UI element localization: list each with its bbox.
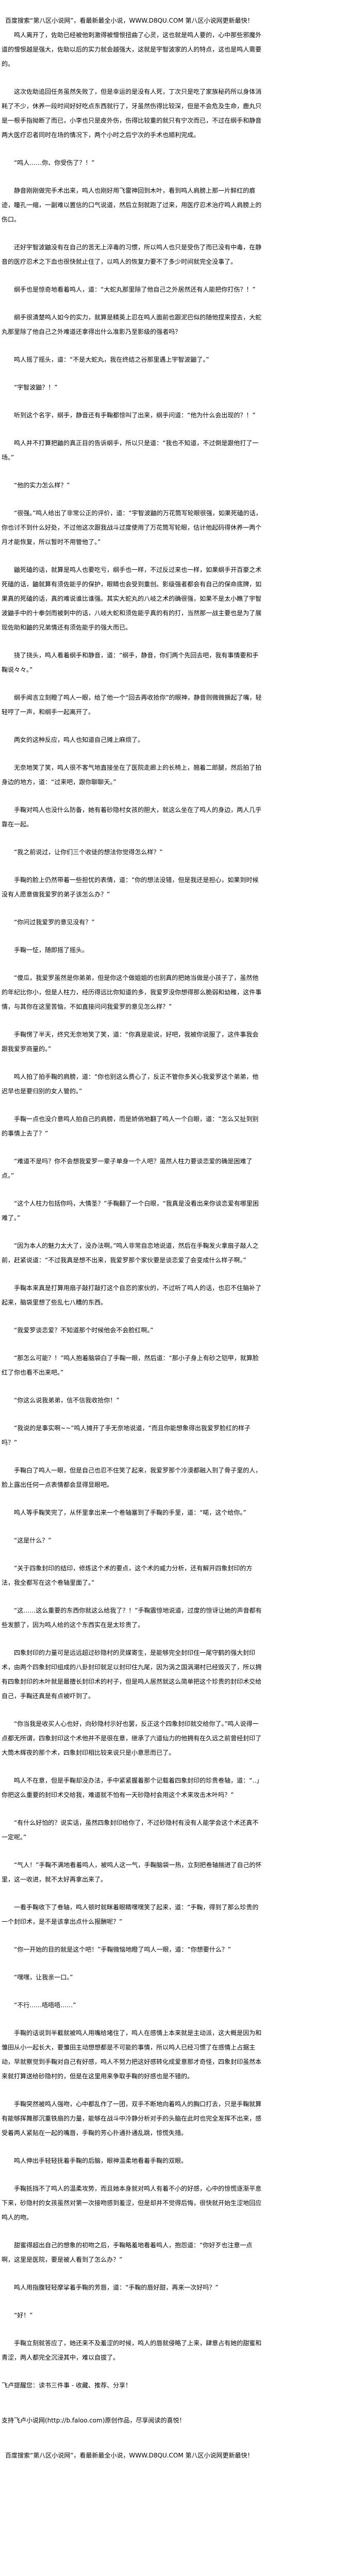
chapter-document: 百度搜索“第八区小说网”，看最新最全小说，WWW.D8QU.COM 第八区小说网…	[2, 17, 263, 2459]
paragraph: 手鞠的脸上仍然带着一些担忧的表情，道：“你的想法没错，但是我还是担心，如果到时候…	[2, 876, 259, 898]
paragraph: 手鞠抵挡不了鸣人的温柔攻势，而且她本身就对鸣人有着不小的好感，心中的惊慌逐渐平息…	[2, 2185, 262, 2221]
paragraph: 鸣人离开了，佐助已经被他刺激得被憎恨扭曲了心灵，这也就是鸣人要的，心中那些邪魔外…	[2, 31, 262, 67]
paragraph: 手鞠对鸣人也没什么防备，她有着砂隐村女孩的胆大，就这么坐在了鸣人的身边，两人几乎…	[2, 806, 262, 828]
paragraph: “我说的是事实啊~~”鸣人摊开了手无奈地说道，“而且你能想象得出我爱罗脸红的样子…	[2, 1425, 251, 1446]
paragraph: “关于四象封印的结印，修炼这个术的要点，这个术的威力分析，还有解开四象封印的方法…	[2, 1565, 253, 1586]
site-banner-bottom: 百度搜索“第八区小说网”，看最新最全小说，WWW.D8QU.COM 第八区小说网…	[5, 2452, 254, 2459]
paragraph: 手鞠本来真是打算用扇子敲打敲打这个自恋的家伙的，不过听了鸣人的话，也忍不住脑补了…	[2, 1284, 262, 1306]
paragraph: 这次佐助追回任务虽然失败了，但是幸运的是没有人死，丁次只是吃了家族秘药所以身体消…	[2, 88, 262, 139]
paragraph: “因为本人的魅力太大了，没办法啊。”鸣人非常自恋地说道，然后在手鞠发火拿扇子敲人…	[2, 1242, 259, 1264]
paragraph: 鸣人等手鞠笑完了，从怀里拿出来一个卷轴塞到了手鞠的手里，道：“喏，这个给你。”	[14, 1509, 247, 1516]
paragraph: 鸣人用指腹轻轻摩挲着手鞠的芳唇，道：“手鞠的唇好甜，再来一次好吗？”	[14, 2284, 219, 2291]
paragraph: “他的实力怎么样？”	[14, 482, 70, 489]
paragraph: “我爱罗谈恋爱？不知道那个时候他会不会脸红啊。”	[14, 1327, 154, 1334]
paragraph: “不行……唔唔唔……”	[14, 2002, 76, 2009]
paragraph: 两女的这种反应，鸣人也知道自己摊上麻烦了。	[14, 736, 144, 743]
paragraph: 无奈地笑了笑，鸣人很不客气地直接坐在了医院走廊上的长椅上，翘着二郎腿，然后拍了拍…	[2, 764, 262, 786]
paragraph: 手鞠一怔，随即摇了摇头。	[14, 946, 89, 954]
footer-reminder: 飞卢提醒您：读书三件事 - 收藏、推荐、分享！	[2, 2382, 132, 2389]
paragraph: 四象封印的力量可是远远超过砂隐村的灵媒寄生，是能够完全封印住一尾守鹤的强大封印术…	[2, 1649, 262, 1700]
paragraph: “那怎么可能？！”鸣人抱着脑袋白了手鞠一眼，然后道：“那小子身上有砂之铠甲，就算…	[2, 1354, 259, 1376]
paragraph: “宇智波鼬？！”	[14, 384, 58, 391]
paragraph: 手鞠突然被鸣人强吻，心中都乱作了一团，双手不断地向着鸣人的胸口打去，只是手鞠就算…	[2, 2100, 262, 2137]
paragraph: 手鞠愣了半天，终究无奈地笑了笑，道：“你真是能说，好吧，我被你说服了，这件事我会…	[2, 1031, 259, 1053]
paragraph: 静音刚刚做完手术出来，鸣人也刚好用飞雷神回到木叶，看到鸣人肩膀上那一片鲜红的痕迹…	[2, 187, 262, 223]
paragraph: 挠了挠头，鸣人看着纲手和静音，道：“纲手，静音，你们两个先回去吧，我有事情要和手…	[2, 652, 259, 673]
paragraph: 鸣人不在意，但是手鞠却没办法，手中紧紧握着那个记载着四象封印的珍贵卷轴，道：“‥…	[2, 1777, 263, 1799]
paragraph: 听到这个名字，纲手，静音还有手鞠都惊叫了出来，纲手问道：“他为什么会出现的？！”	[14, 412, 256, 419]
paragraph: 还好宇智波鼬没有在自己的苦无上淬毒的习惯，所以鸣人也只是受伤了而已没有中毒，在静…	[2, 244, 262, 265]
paragraph: 手鞠白了鸣人一眼，但是自己也忍不住笑了起来，我爱罗那个冷漠都融入到了骨子里的人，…	[2, 1467, 262, 1488]
paragraph: 纲手很清楚鸣人如今的实力，就算是精英上忍在鸣人面前也跟泥巴似的随他捏来捏去，大蛇…	[2, 314, 262, 335]
paragraph: 鸣人拍了拍手鞠的肩膀，道：“你也别这么费心了，反正不管你多关心我爱罗这个弟弟，他…	[2, 1073, 259, 1095]
paragraph: “我之前说过，让你们三个收徒的想法你觉得怎么样？”	[14, 849, 163, 856]
paragraph: “你当我是收买人心也好，向砂隐村示好也罢，反正这个四象封印就交给你了。”鸣人说得…	[2, 1720, 262, 1756]
paragraph: “你一开始的目的就是这个吧！”手鞠微恼地瞪了鸣人一眼，道：“你想要什么？”	[14, 1946, 231, 1953]
paragraph: 手鞠的话说到半截就被鸣人用嘴给堵住了，鸣人在感情上本来就是主动派，这大概是因为和…	[2, 2029, 262, 2080]
footer-support-link[interactable]: 支持飞卢小说网(http://b.faloo.com)原创作品，尽享阅读的喜悦！	[2, 2417, 186, 2424]
paragraph: 手鞠一点也没介意鸣人拍自己的肩膀，而是娇俏地翻了鸣人一个白眼，道：“怎么又扯到别…	[2, 1115, 259, 1137]
paragraph: “很强。”鸣人给出了非常公正的评价，道：“宇智波鼬的万花筒写轮眼很强，如果死磕的…	[2, 510, 262, 546]
paragraph: 鸣人并不打算把鼬的真正目的告诉纲手，所以只是道：“我也不知道，不过倒是跟他打了一…	[2, 439, 259, 461]
paragraph: “这……这么重要的东西你就这么给我了？！”手鞠震惊地说道，过度的惊讶让她的声音都…	[2, 1607, 262, 1629]
paragraph: “有什么好怕的？说实话，虽然四象封印给你了，不过砂隐村有没有人能学会这个术还真不…	[2, 1819, 259, 1841]
paragraph: “你问过我爱罗的意见没有？”	[14, 919, 95, 926]
paragraph: “气人！”手鞠不满地看着鸣人，被鸣人这一气，手鞠脑袋一热，立刻把卷轴揣进了自己的…	[2, 1861, 262, 1883]
paragraph: 一看手鞠收下了卷轴，鸣人顿时就眯着眼睛嘿嘿笑了起来，道：“手鞠，得到了那么珍贵的…	[2, 1904, 259, 1925]
paragraph: “这个人柱力包括你吗，大情圣？”手鞠翻了一个白眼，“我真是没看出来你谈恋爱有哪里…	[2, 1200, 259, 1222]
paragraph: “这是什么？”	[14, 1537, 52, 1544]
paragraph: 手鞠立刻就答应了，她还来不及羞涩的时候，鸣人的唇就侵略了上来，肆意占有她的甜蜜和…	[2, 2340, 262, 2361]
paragraph: 鸣人摇了摇头，道：“不是大蛇丸，我在终结之谷那里遇上宇智波鼬了。”	[14, 356, 209, 363]
paragraph: 纲手闻言立刻瞪了鸣人一眼，给了他一个“回去再收拾你”的眼神，静音则微微撅起了嘴，…	[2, 694, 262, 716]
paragraph: “难道不是吗？你不会想我爱罗一辈子单身一个人吧？虽然人柱力要谈恋爱的确是困难了点…	[2, 1158, 253, 1179]
site-banner-top: 百度搜索“第八区小说网”，看最新最全小说，WWW.D8QU.COM 第八区小说网…	[5, 17, 254, 24]
paragraph: “嘿嘿，让我亲一口。”	[14, 1974, 73, 1981]
paragraph: “鸣人……你、你受伤了？！”	[14, 159, 95, 166]
paragraph: 鼬死磕的话，就算是鸣人也要吃亏，纲手也一样，不过反过来也一样，如果纲手开百豪之术…	[2, 566, 262, 631]
paragraph: “你这么说我弟弟，信不信我收拾你！”	[14, 1397, 120, 1404]
paragraph: 鸣人伸出手轻轻抚着手鞠的后脑，眼神温柔地看着手鞠的双眼。	[14, 2157, 188, 2164]
paragraph: “傻瓜，我爱罗虽然是你弟弟，但是你这个做姐姐的也别真的把她当做是小孩子了，虽然他…	[2, 974, 262, 1010]
paragraph: 甜蜜得超出自己的想象的初吻之后，手鞠略羞地看着鸣人，抱怨道：“你好歹也注意一点啊…	[2, 2242, 253, 2263]
paragraph: 纲手也是惊奇地看着鸣人，道：“大蛇丸那里除了他自己之外居然还有人能把你打伤？！”	[14, 286, 256, 293]
paragraph: “好！”	[14, 2312, 33, 2319]
chapter-body: 鸣人离开了，佐助已经被他刺激得被憎恨扭曲了心灵，这也就是鸣人要的，心中那些邪魔外…	[2, 28, 263, 2365]
